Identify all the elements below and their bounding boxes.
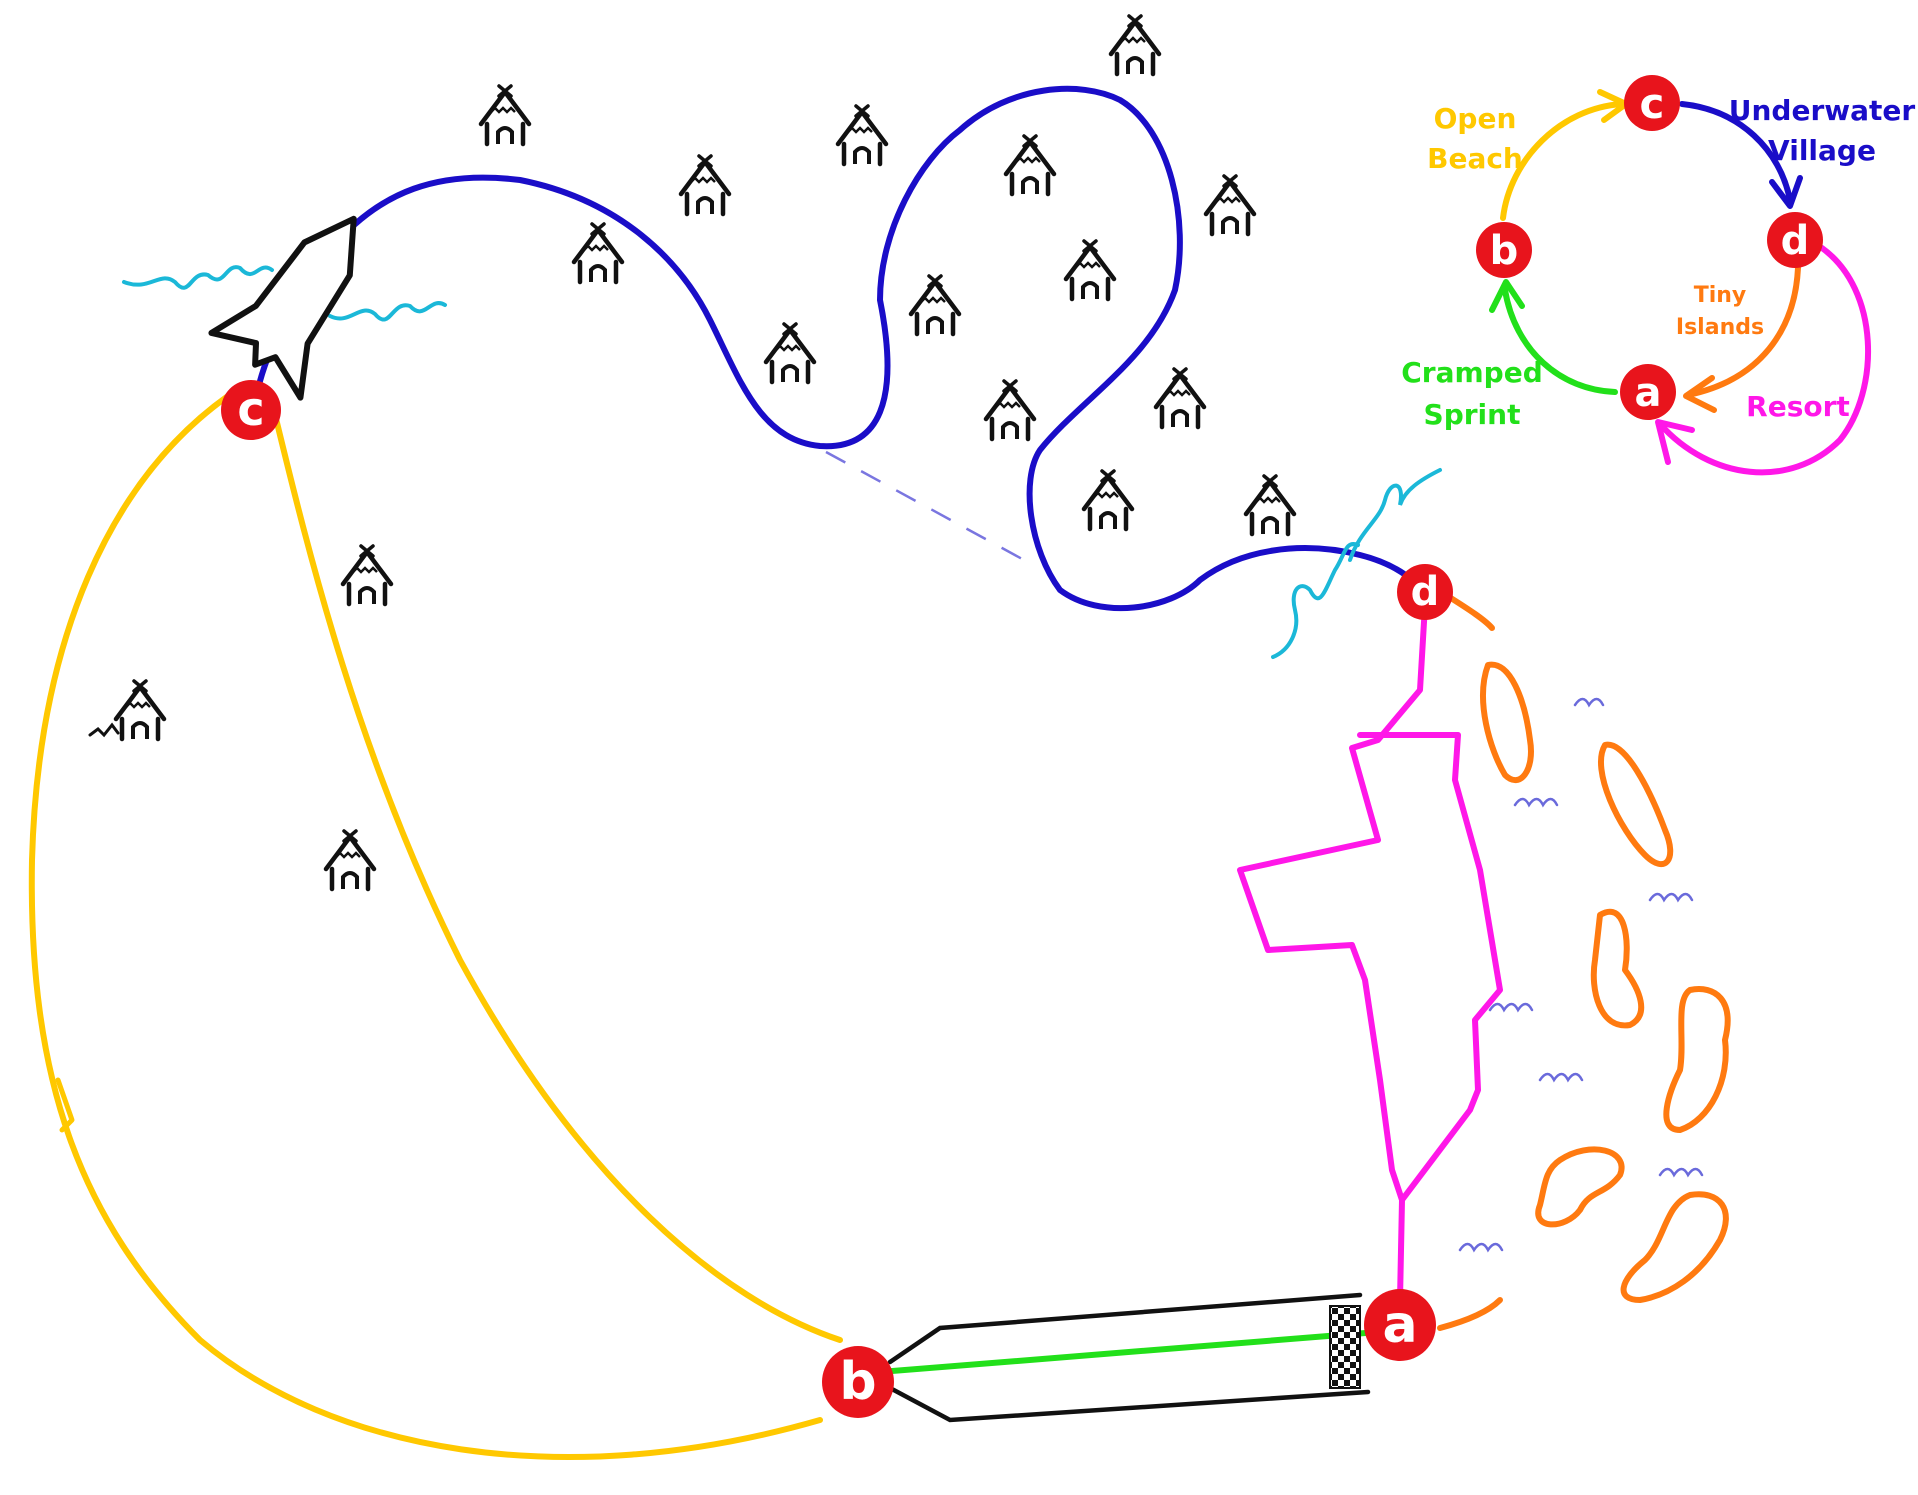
- rocket-icon: [211, 191, 403, 398]
- hut-icon: [574, 224, 622, 282]
- island-3: [1594, 912, 1641, 1026]
- island-1: [1483, 665, 1531, 781]
- hut-icon: [1066, 241, 1114, 299]
- legend-tiny-islands-label-2: Islands: [1676, 315, 1764, 340]
- svg-text:c: c: [1640, 79, 1665, 128]
- svg-text:c: c: [237, 382, 264, 436]
- open-beach-track: [32, 396, 840, 1457]
- cramped-sprint-track: [880, 1295, 1378, 1420]
- ruin-scribble: [90, 725, 118, 735]
- svg-text:b: b: [839, 1352, 876, 1412]
- finish-line-flag: [1330, 1306, 1360, 1388]
- svg-text:a: a: [1635, 370, 1662, 416]
- tiny-islands-entry: [1446, 595, 1492, 628]
- tiny-islands-track: [1440, 595, 1728, 1328]
- node-d: d: [1397, 564, 1453, 620]
- village-huts: [116, 16, 1294, 889]
- legend-cramped-label-2: Sprint: [1424, 398, 1521, 431]
- open-beach-inner-route: [272, 402, 840, 1340]
- node-a: a: [1364, 1289, 1436, 1361]
- node-c: c: [221, 380, 281, 440]
- hut-icon: [1111, 16, 1159, 74]
- island-4: [1666, 989, 1727, 1130]
- hut-icon: [986, 381, 1034, 439]
- underwater-village-track: [254, 89, 1425, 608]
- hut-icon: [1084, 471, 1132, 529]
- legend-node-b: b: [1476, 222, 1532, 278]
- underwater-shortcut: [826, 452, 1035, 566]
- legend-open-beach-label-2: Beach: [1427, 142, 1523, 175]
- legend-node-c: c: [1624, 75, 1680, 131]
- legend-tiny-islands-label: Tiny: [1694, 283, 1747, 308]
- hut-icon: [343, 546, 391, 604]
- hut-icon: [1246, 476, 1294, 534]
- legend-cycle: c d a b Open Beach Underwater Village Ti…: [1401, 75, 1915, 472]
- svg-text:d: d: [1781, 218, 1810, 264]
- hut-icon: [838, 106, 886, 164]
- island-2: [1601, 745, 1670, 864]
- legend-node-d: d: [1767, 212, 1823, 268]
- sprint-route: [880, 1332, 1378, 1372]
- legend-resort-label: Resort: [1746, 390, 1850, 423]
- hut-icon: [116, 681, 164, 739]
- hut-icon: [1156, 369, 1204, 427]
- svg-text:b: b: [1490, 228, 1519, 274]
- tiny-islands-exit: [1440, 1300, 1500, 1328]
- legend-underwater-label-2: Village: [1768, 134, 1876, 167]
- legend-underwater-label: Underwater: [1729, 94, 1916, 127]
- hut-icon: [481, 86, 529, 144]
- hut-icon: [326, 831, 374, 889]
- legend-open-beach-label: Open: [1434, 102, 1517, 135]
- hut-icon: [911, 276, 959, 334]
- node-b: b: [822, 1346, 894, 1418]
- sprint-corridor-bottom: [890, 1388, 1368, 1420]
- legend-cramped-label: Cramped: [1401, 356, 1543, 389]
- resort-track: [1240, 605, 1500, 1300]
- legend-node-a: a: [1620, 364, 1676, 420]
- open-beach-outer-route: [32, 396, 820, 1457]
- hut-icon: [766, 324, 814, 382]
- island-5: [1538, 1149, 1621, 1224]
- hut-icon: [681, 156, 729, 214]
- island-6: [1624, 1194, 1726, 1300]
- legend-resort-arc: [1660, 248, 1868, 472]
- svg-text:a: a: [1382, 1295, 1417, 1355]
- water-waves-d: [1273, 470, 1440, 657]
- hut-icon: [1206, 176, 1254, 234]
- hut-icon: [1006, 136, 1054, 194]
- svg-text:d: d: [1411, 569, 1440, 615]
